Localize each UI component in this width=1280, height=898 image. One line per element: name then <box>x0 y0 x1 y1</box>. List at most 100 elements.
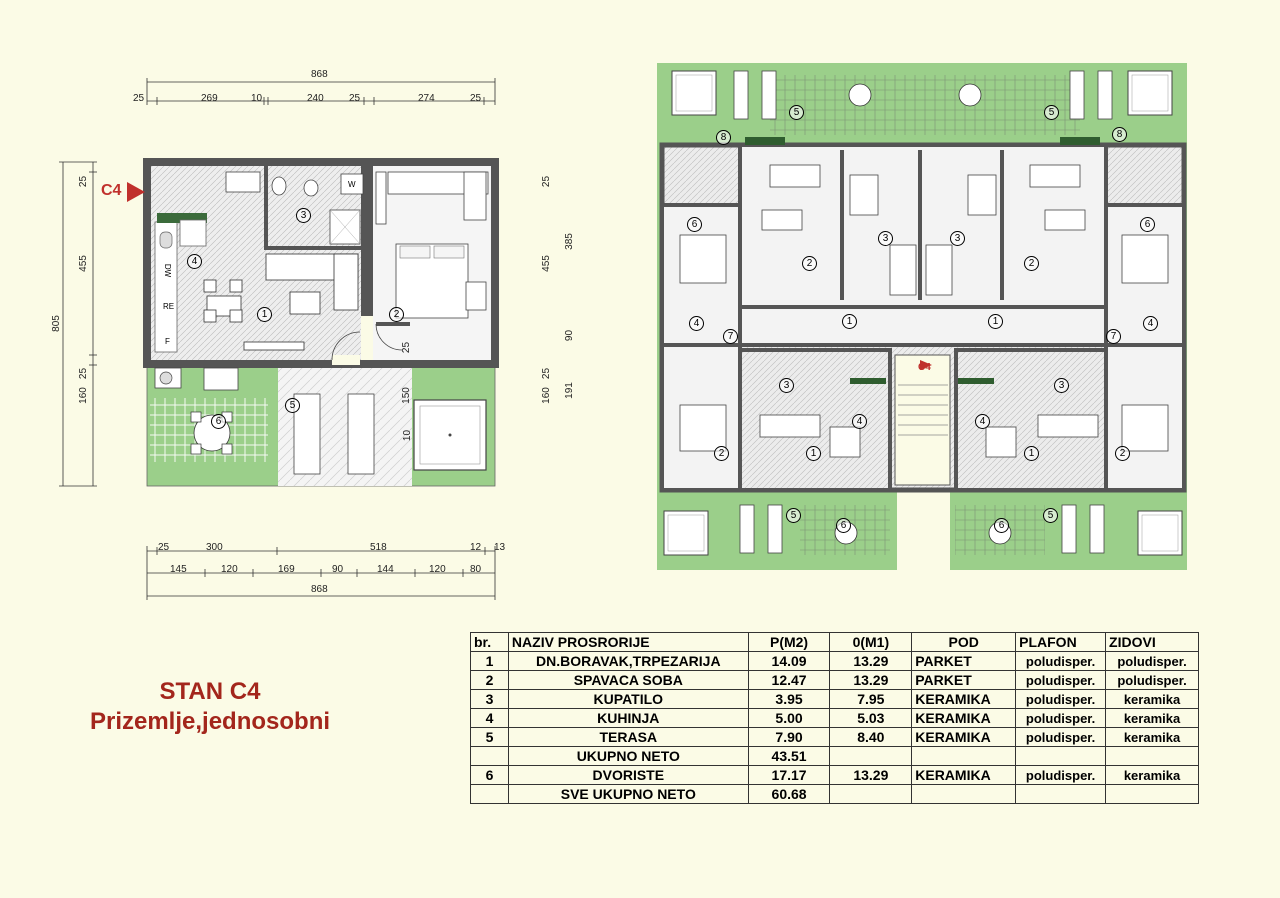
room-number: 6 <box>211 414 226 429</box>
room-area-table: br. NAZIV PROSRORIJE P(M2) 0(M1) POD PLA… <box>470 632 1199 804</box>
dim-top-seg: 25 <box>349 93 361 104</box>
dim-top-seg: 25 <box>133 93 145 104</box>
table-cell: poludisper. <box>1015 765 1107 785</box>
room-number: 2 <box>714 446 729 461</box>
col-header: NAZIV PROSRORIJE <box>507 632 749 652</box>
table-cell: 43.51 <box>747 746 831 766</box>
room-number: 1 <box>842 314 857 329</box>
dim-top-total: 868 <box>311 69 328 80</box>
room-number: 2 <box>1115 446 1130 461</box>
dim-bottom-seg: 25 <box>158 542 170 553</box>
dim-bottom-seg: 120 <box>429 564 446 575</box>
table-cell: 7.90 <box>747 727 831 747</box>
table-cell: KERAMIKA <box>911 765 1017 785</box>
col-header: 0(M1) <box>829 632 913 652</box>
dim-left-inner: 455 <box>77 255 89 272</box>
room-number: 2 <box>389 307 404 322</box>
table-cell: 7.95 <box>829 689 913 709</box>
table-cell: 2 <box>470 670 509 690</box>
room-number: 5 <box>1044 105 1059 120</box>
table-cell: 60.68 <box>747 784 831 804</box>
room-number: 5 <box>786 508 801 523</box>
table-cell <box>470 746 509 766</box>
dim-mid: 455 <box>540 255 552 272</box>
unit-marker-label: C4 <box>101 182 122 199</box>
room-number: 4 <box>187 254 202 269</box>
room-number: 5 <box>1043 508 1058 523</box>
room-number: 8 <box>1112 127 1127 142</box>
dim-top-seg: 269 <box>201 93 218 104</box>
room-number: 1 <box>257 307 272 322</box>
dim-top-seg: 274 <box>418 93 435 104</box>
dim-mid: 25 <box>541 367 553 380</box>
dim-bottom-seg: 518 <box>370 542 387 553</box>
room-number: 4 <box>852 414 867 429</box>
room-number: 8 <box>716 130 731 145</box>
apartment-subtitle: Prizemlje,jednosobni <box>89 708 331 735</box>
room-number: 4 <box>1143 316 1158 331</box>
room-number: 4 <box>975 414 990 429</box>
dim-small: 150 <box>400 387 412 404</box>
table-cell: poludisper. <box>1015 670 1107 690</box>
table-cell: PARKET <box>911 670 1017 690</box>
table-cell: 5.03 <box>829 708 913 728</box>
washer-label: W <box>348 180 356 189</box>
fridge-label: F <box>165 337 170 346</box>
table-cell: 13.29 <box>829 651 913 671</box>
table-cell: 13.29 <box>829 670 913 690</box>
table-cell <box>911 784 1017 804</box>
dim-top-seg: 25 <box>470 93 482 104</box>
room-number: 3 <box>296 208 311 223</box>
table-cell: KERAMIKA <box>911 708 1017 728</box>
dim-left-inner: 25 <box>78 175 90 188</box>
table-cell <box>1105 784 1199 804</box>
dim-bottom-seg: 120 <box>221 564 238 575</box>
table-cell <box>1105 746 1199 766</box>
re-label: RE <box>163 302 175 311</box>
room-number: 1 <box>806 446 821 461</box>
room-number: 3 <box>878 231 893 246</box>
col-header: ZIDOVI <box>1105 632 1199 652</box>
dishwasher-label: DW <box>163 263 173 278</box>
dim-mid: 160 <box>540 387 552 404</box>
table-cell: keramika <box>1105 765 1199 785</box>
col-header: P(M2) <box>747 632 831 652</box>
room-number: 5 <box>285 398 300 413</box>
table-cell: 3 <box>470 689 509 709</box>
col-header: POD <box>911 632 1017 652</box>
unit-marker-label: C4 <box>918 362 931 373</box>
dim-bottom-seg: 300 <box>206 542 223 553</box>
table-cell: poludisper. <box>1015 727 1107 747</box>
table-cell: poludisper. <box>1105 651 1199 671</box>
table-cell: 1 <box>470 651 509 671</box>
table-cell <box>1015 784 1107 804</box>
table-cell <box>1015 746 1107 766</box>
table-cell: 8.40 <box>829 727 913 747</box>
dim-mid: 90 <box>564 329 576 342</box>
room-number: 6 <box>994 518 1009 533</box>
dim-bottom-seg: 90 <box>332 564 344 575</box>
table-cell: KERAMIKA <box>911 727 1017 747</box>
dim-small: 10 <box>402 429 414 442</box>
table-cell: poludisper. <box>1105 670 1199 690</box>
col-header: br. <box>470 632 509 652</box>
table-cell: poludisper. <box>1015 708 1107 728</box>
room-number: 2 <box>1024 256 1039 271</box>
dim-small: 25 <box>401 341 413 354</box>
room-number: 6 <box>1140 217 1155 232</box>
table-cell: keramika <box>1105 689 1199 709</box>
table-cell: 5.00 <box>747 708 831 728</box>
table-cell <box>911 746 1017 766</box>
table-cell: TERASA <box>507 727 749 747</box>
room-number: 3 <box>950 231 965 246</box>
room-number: 2 <box>802 256 817 271</box>
table-cell: KERAMIKA <box>911 689 1017 709</box>
room-number: 6 <box>687 217 702 232</box>
table-cell: DN.BORAVAK,TRPEZARIJA <box>507 651 749 671</box>
dim-bottom-total: 868 <box>311 584 328 595</box>
